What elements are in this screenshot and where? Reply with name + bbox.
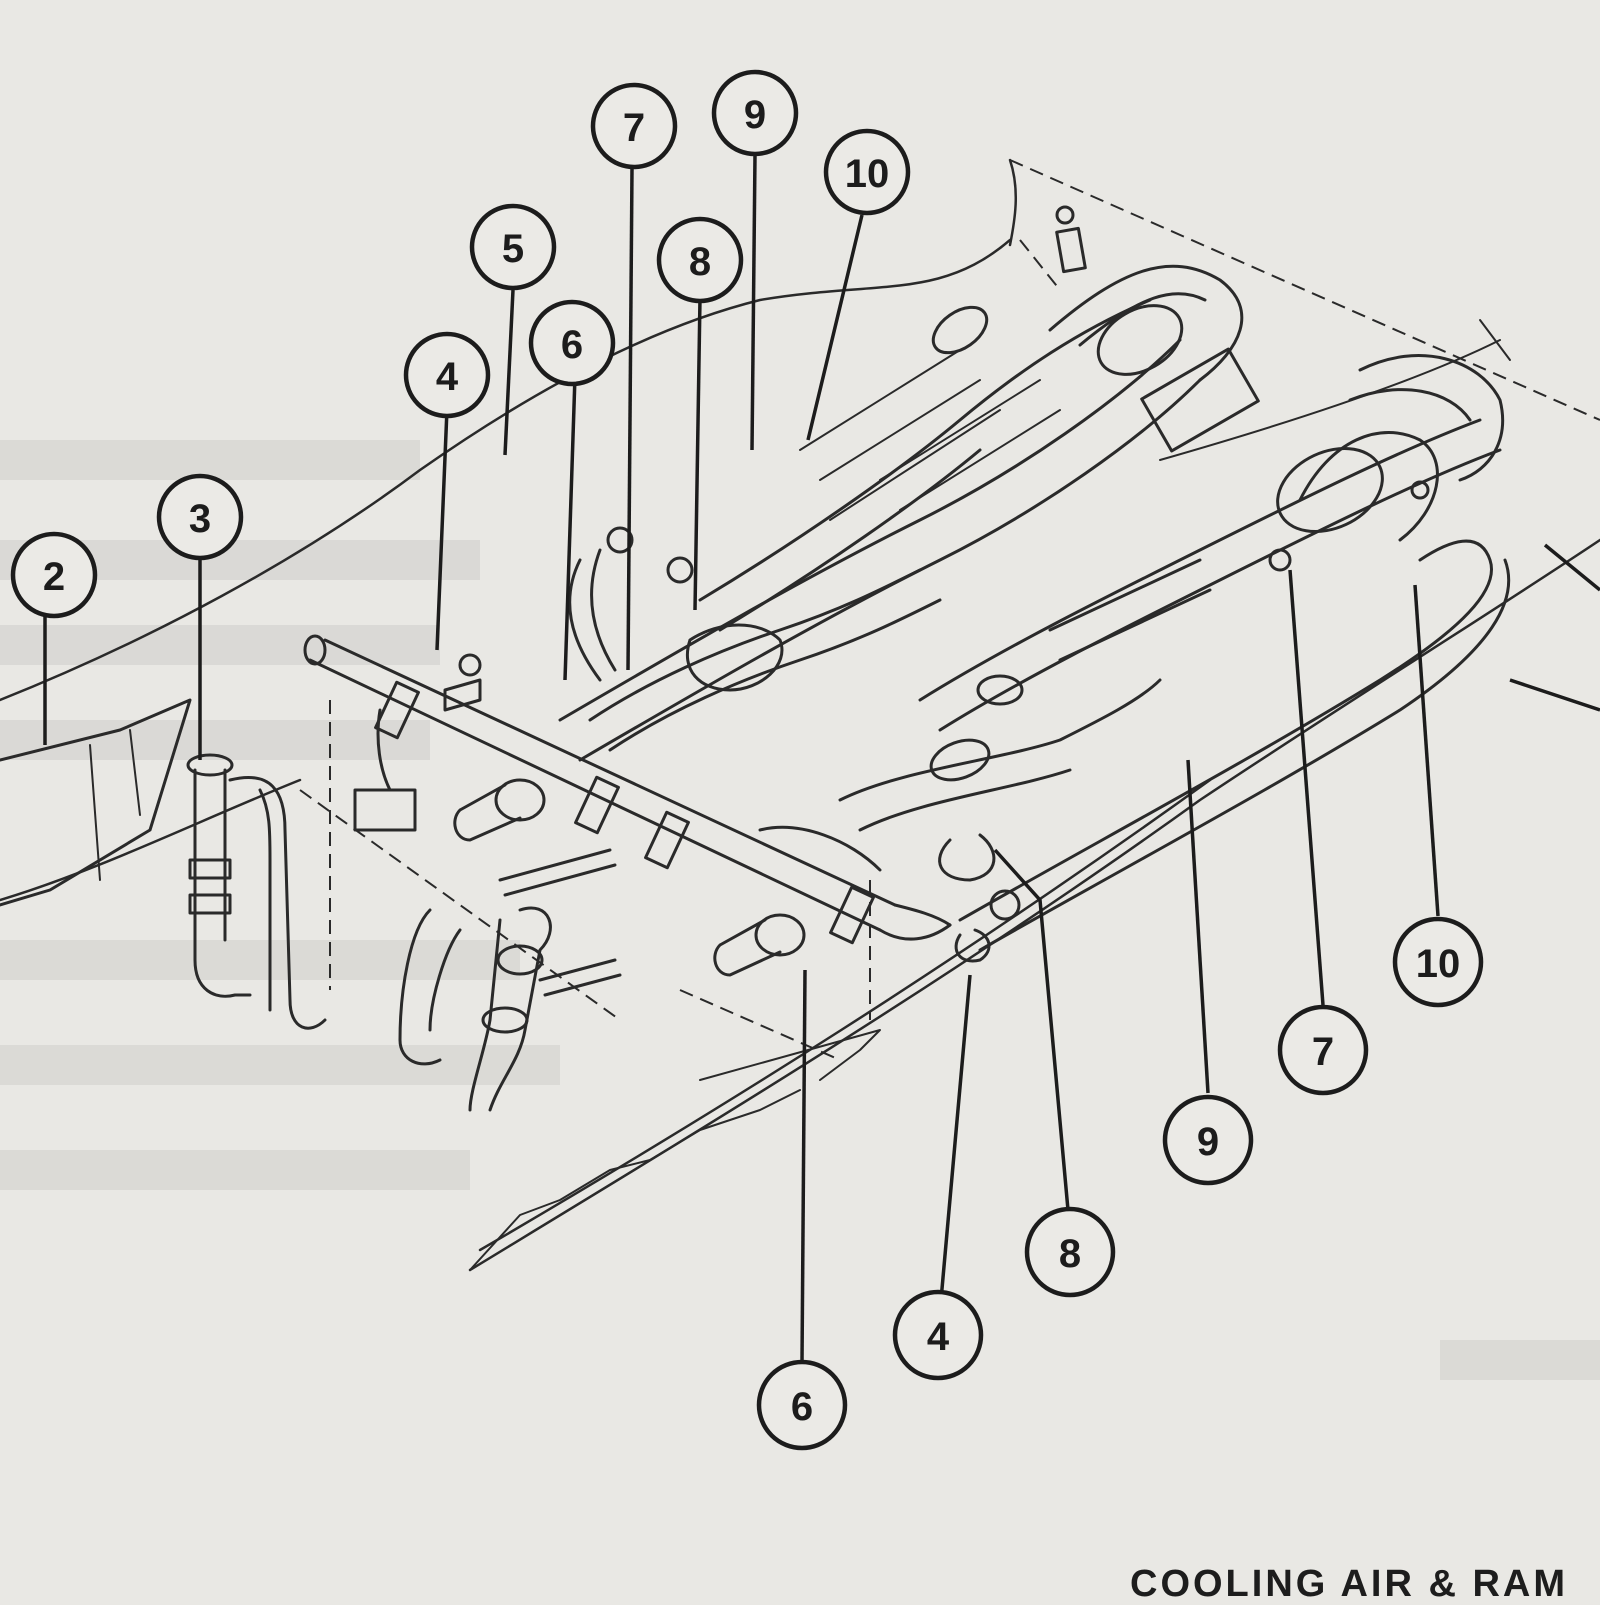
leader-4-bottom: [939, 974, 972, 1301]
bleed-through-marks: [0, 440, 1600, 1380]
callout-10-bottom-label: 10: [1416, 942, 1461, 986]
callout-6-top-label: 6: [561, 323, 583, 367]
leader-6-bottom: [800, 969, 807, 1363]
duct-assembly: [186, 205, 1511, 1112]
callout-10-top-label: 10: [845, 152, 890, 196]
callout-9-top: 9: [711, 69, 799, 157]
callout-8-bottom: 8: [1024, 1206, 1116, 1298]
callout-4-bottom: 4: [892, 1289, 984, 1381]
callout-7-top-label: 7: [623, 106, 645, 150]
leader-offpage-right: [1509, 678, 1600, 712]
callout-8-top-label: 8: [689, 240, 711, 284]
callout-9-bottom: 9: [1162, 1094, 1254, 1186]
callout-9-top-label: 9: [744, 93, 766, 137]
callout-5-label: 5: [502, 227, 524, 271]
callouts: 2 3 4 5 6 7 8 9 10 6 4 8 9 7 10: [10, 69, 1484, 1451]
callout-2: 2: [10, 531, 98, 619]
callout-7-bottom-label: 7: [1312, 1030, 1334, 1074]
callout-8-bottom-label: 8: [1059, 1232, 1081, 1276]
leader-10-top: [806, 214, 864, 441]
callout-4-top: 4: [403, 331, 491, 419]
callout-6-bottom-label: 6: [791, 1385, 813, 1429]
callout-7-bottom: 7: [1277, 1004, 1369, 1096]
callout-10-bottom: 10: [1392, 916, 1484, 1008]
fuselage-structure: [0, 158, 1600, 1272]
callout-3: 3: [156, 473, 244, 561]
leader-9-bottom: [1186, 759, 1210, 1094]
callout-4-bottom-label: 4: [927, 1315, 950, 1359]
diagram-caption: COOLING AIR & RAM: [1130, 1563, 1569, 1605]
callout-8-top: 8: [656, 216, 744, 304]
callout-5: 5: [469, 203, 557, 291]
leader-9-top: [750, 154, 757, 451]
leader-lines: [43, 154, 1600, 1363]
leader-6-top: [563, 375, 577, 681]
callout-4-top-label: 4: [436, 355, 459, 399]
callout-6-bottom: 6: [756, 1359, 848, 1451]
leader-5: [503, 289, 515, 456]
leader-4-top: [435, 408, 449, 651]
leader-offpage-right-2: [1543, 543, 1600, 592]
callout-2-label: 2: [43, 555, 65, 599]
leader-7-bottom: [1288, 569, 1325, 1006]
leader-8-top: [693, 297, 702, 611]
callout-3-label: 3: [189, 497, 211, 541]
leader-8-bottom: [993, 848, 1070, 1211]
callout-9-bottom-label: 9: [1197, 1120, 1219, 1164]
callout-10-top: 10: [823, 128, 911, 216]
callout-7-top: 7: [590, 82, 678, 170]
leader-10-bottom: [1413, 584, 1440, 917]
leader-7-top: [626, 168, 634, 671]
callout-6-top: 6: [528, 299, 616, 387]
